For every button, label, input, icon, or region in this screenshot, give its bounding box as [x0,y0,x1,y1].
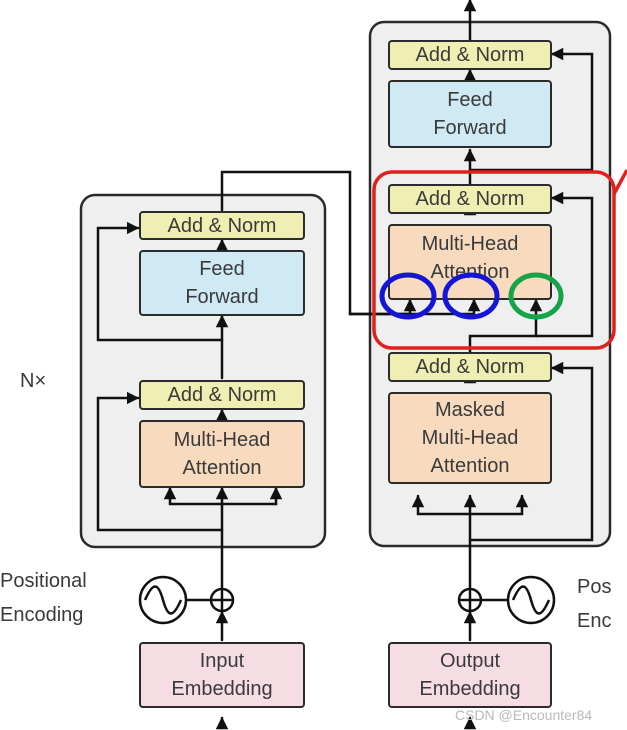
decoder-add-norm-middle: Add & Norm [388,184,552,214]
decoder-positional-encoding-label: Pos Enc [577,576,612,632]
encoder-add-norm-bottom: Add & Norm [139,380,305,410]
encoder-input-embedding: Input Embedding [139,642,305,708]
decoder-add-norm-top: Add & Norm [388,40,552,70]
decoder-add-norm-bottom: Add & Norm [388,352,552,382]
repeat-label: N× [20,370,47,392]
encoder-positional-encoding-icon [138,575,235,625]
decoder-positional-encoding-icon [457,575,556,625]
encoder-stack [79,193,327,549]
watermark: CSDN @Encounter84 [455,707,593,723]
encoder-multi-head-attention: Multi-Head Attention [139,420,305,488]
encoder-feed-forward: Feed Forward [139,250,305,316]
encoder-add-norm-top: Add & Norm [139,211,305,240]
decoder-feed-forward: Feed Forward [388,80,552,148]
decoder-masked-attention: Masked Multi-Head Attention [388,392,552,484]
decoder-cross-attention: Multi-Head Attention [388,224,552,300]
encoder-positional-encoding-label: Positional Encoding [0,570,87,626]
decoder-output-embedding: Output Embedding [388,642,552,708]
